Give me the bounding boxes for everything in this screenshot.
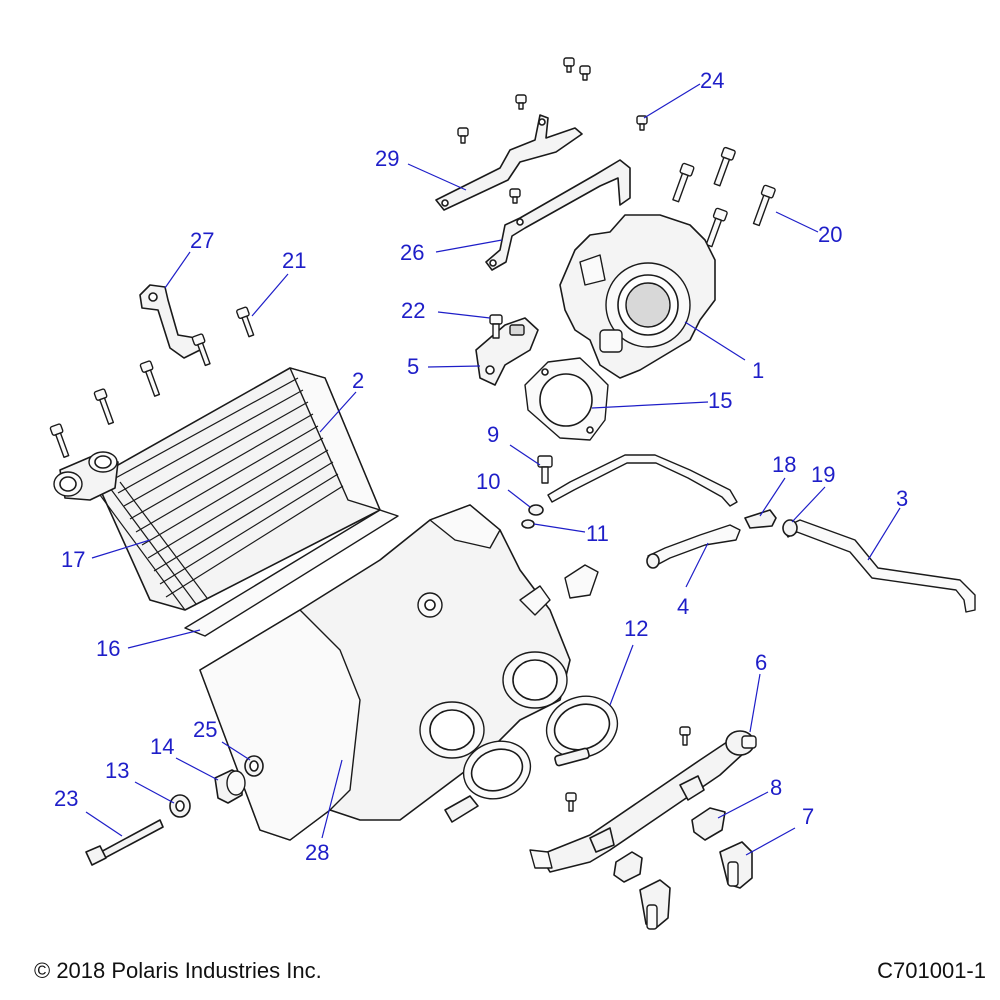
injector-7-set: [639, 841, 753, 930]
leader-18: [759, 477, 786, 517]
callout-24: 24: [700, 68, 724, 93]
callout-11: 11: [586, 521, 609, 546]
leader-11: [533, 523, 586, 533]
pressure-regulator-6: [725, 730, 757, 756]
leader-29: [407, 163, 467, 191]
hose-3: [782, 519, 976, 613]
throttle-body-1: [559, 214, 716, 379]
callout-18: 18: [772, 452, 796, 477]
callout-8: 8: [770, 775, 782, 800]
callout-27: 27: [190, 228, 214, 253]
drawing-number: C701001-1: [877, 958, 986, 983]
washer-13: [169, 794, 191, 818]
leader-17: [91, 539, 151, 559]
leader-15: [591, 401, 709, 409]
callout-3: 3: [896, 486, 908, 511]
callout-6: 6: [755, 650, 767, 675]
gasket-15: [524, 357, 609, 441]
callout-5: 5: [407, 354, 419, 379]
leader-19: [791, 486, 826, 523]
leader-26: [435, 239, 503, 253]
bolt-21-set: [49, 306, 255, 458]
callout-28: 28: [305, 840, 329, 865]
bolt-fuel-rail-set: [565, 726, 691, 812]
callout-12: 12: [624, 616, 648, 641]
callout-7: 7: [802, 804, 814, 829]
tee-fitting-18: [744, 509, 777, 529]
callout-26: 26: [400, 240, 424, 265]
hose-4: [647, 524, 741, 567]
callout-22: 22: [401, 298, 425, 323]
callout-14: 14: [150, 734, 174, 759]
leader-1: [684, 321, 746, 361]
bracket-29: [435, 114, 583, 211]
callout-10: 10: [476, 469, 500, 494]
fitting-port-set: [519, 564, 599, 616]
callout-21: 21: [282, 248, 306, 273]
fuel-rail: [529, 739, 746, 873]
leader-6: [749, 673, 761, 733]
bolt-23: [85, 819, 164, 866]
callout-25: 25: [193, 717, 217, 742]
callout-9: 9: [487, 422, 499, 447]
bushing-25: [244, 755, 264, 777]
leader-lines: [85, 83, 901, 856]
gasket-16: [184, 509, 399, 637]
leader-12: [609, 644, 634, 706]
callout-1: 1: [752, 358, 764, 383]
clamp-12-set: [444, 695, 619, 823]
leader-5: [427, 365, 481, 368]
coupler-19: [782, 519, 798, 537]
leader-22: [437, 311, 491, 319]
bushing-14: [214, 769, 246, 804]
copyright-notice: © 2018 Polaris Industries Inc.: [34, 958, 322, 983]
bolt-22: [489, 314, 503, 339]
leader-3: [867, 507, 901, 561]
leader-2: [319, 391, 357, 433]
callout-23: 23: [54, 786, 78, 811]
screw-24-set: [457, 57, 648, 204]
callout-20: 20: [818, 222, 842, 247]
bracket-26: [485, 159, 631, 271]
callout-2: 2: [352, 368, 364, 393]
leader-4: [685, 542, 709, 588]
leader-14: [175, 757, 219, 781]
leader-25: [221, 741, 251, 761]
leader-13: [134, 781, 175, 804]
callout-17: 17: [61, 547, 85, 572]
o-ring-11: [521, 519, 535, 529]
vacuum-hose: [547, 454, 738, 507]
map-sensor-5: [475, 317, 539, 386]
leader-28: [321, 759, 343, 839]
leader-10: [507, 489, 531, 508]
leader-7: [745, 827, 796, 856]
callout-13: 13: [105, 758, 129, 783]
o-ring-10: [528, 504, 544, 516]
leader-27: [164, 251, 191, 289]
callout-19: 19: [811, 462, 835, 487]
leader-24: [643, 83, 701, 119]
leader-16: [127, 629, 201, 649]
leader-9: [509, 444, 541, 466]
clip-8-set: [613, 807, 726, 883]
leader-21: [251, 273, 289, 317]
callout-29: 29: [375, 146, 399, 171]
callout-4: 4: [677, 594, 689, 619]
leader-20: [775, 211, 819, 233]
callout-labels: 1 2 3 4 5 6 7 8 9 10 11 12 13 14 15 16 1…: [54, 68, 908, 865]
bolt-20-set: [672, 146, 776, 248]
bolt-9: [537, 455, 553, 484]
callout-16: 16: [96, 636, 120, 661]
leader-8: [717, 791, 769, 819]
leader-23: [85, 811, 123, 837]
callout-15: 15: [708, 388, 732, 413]
